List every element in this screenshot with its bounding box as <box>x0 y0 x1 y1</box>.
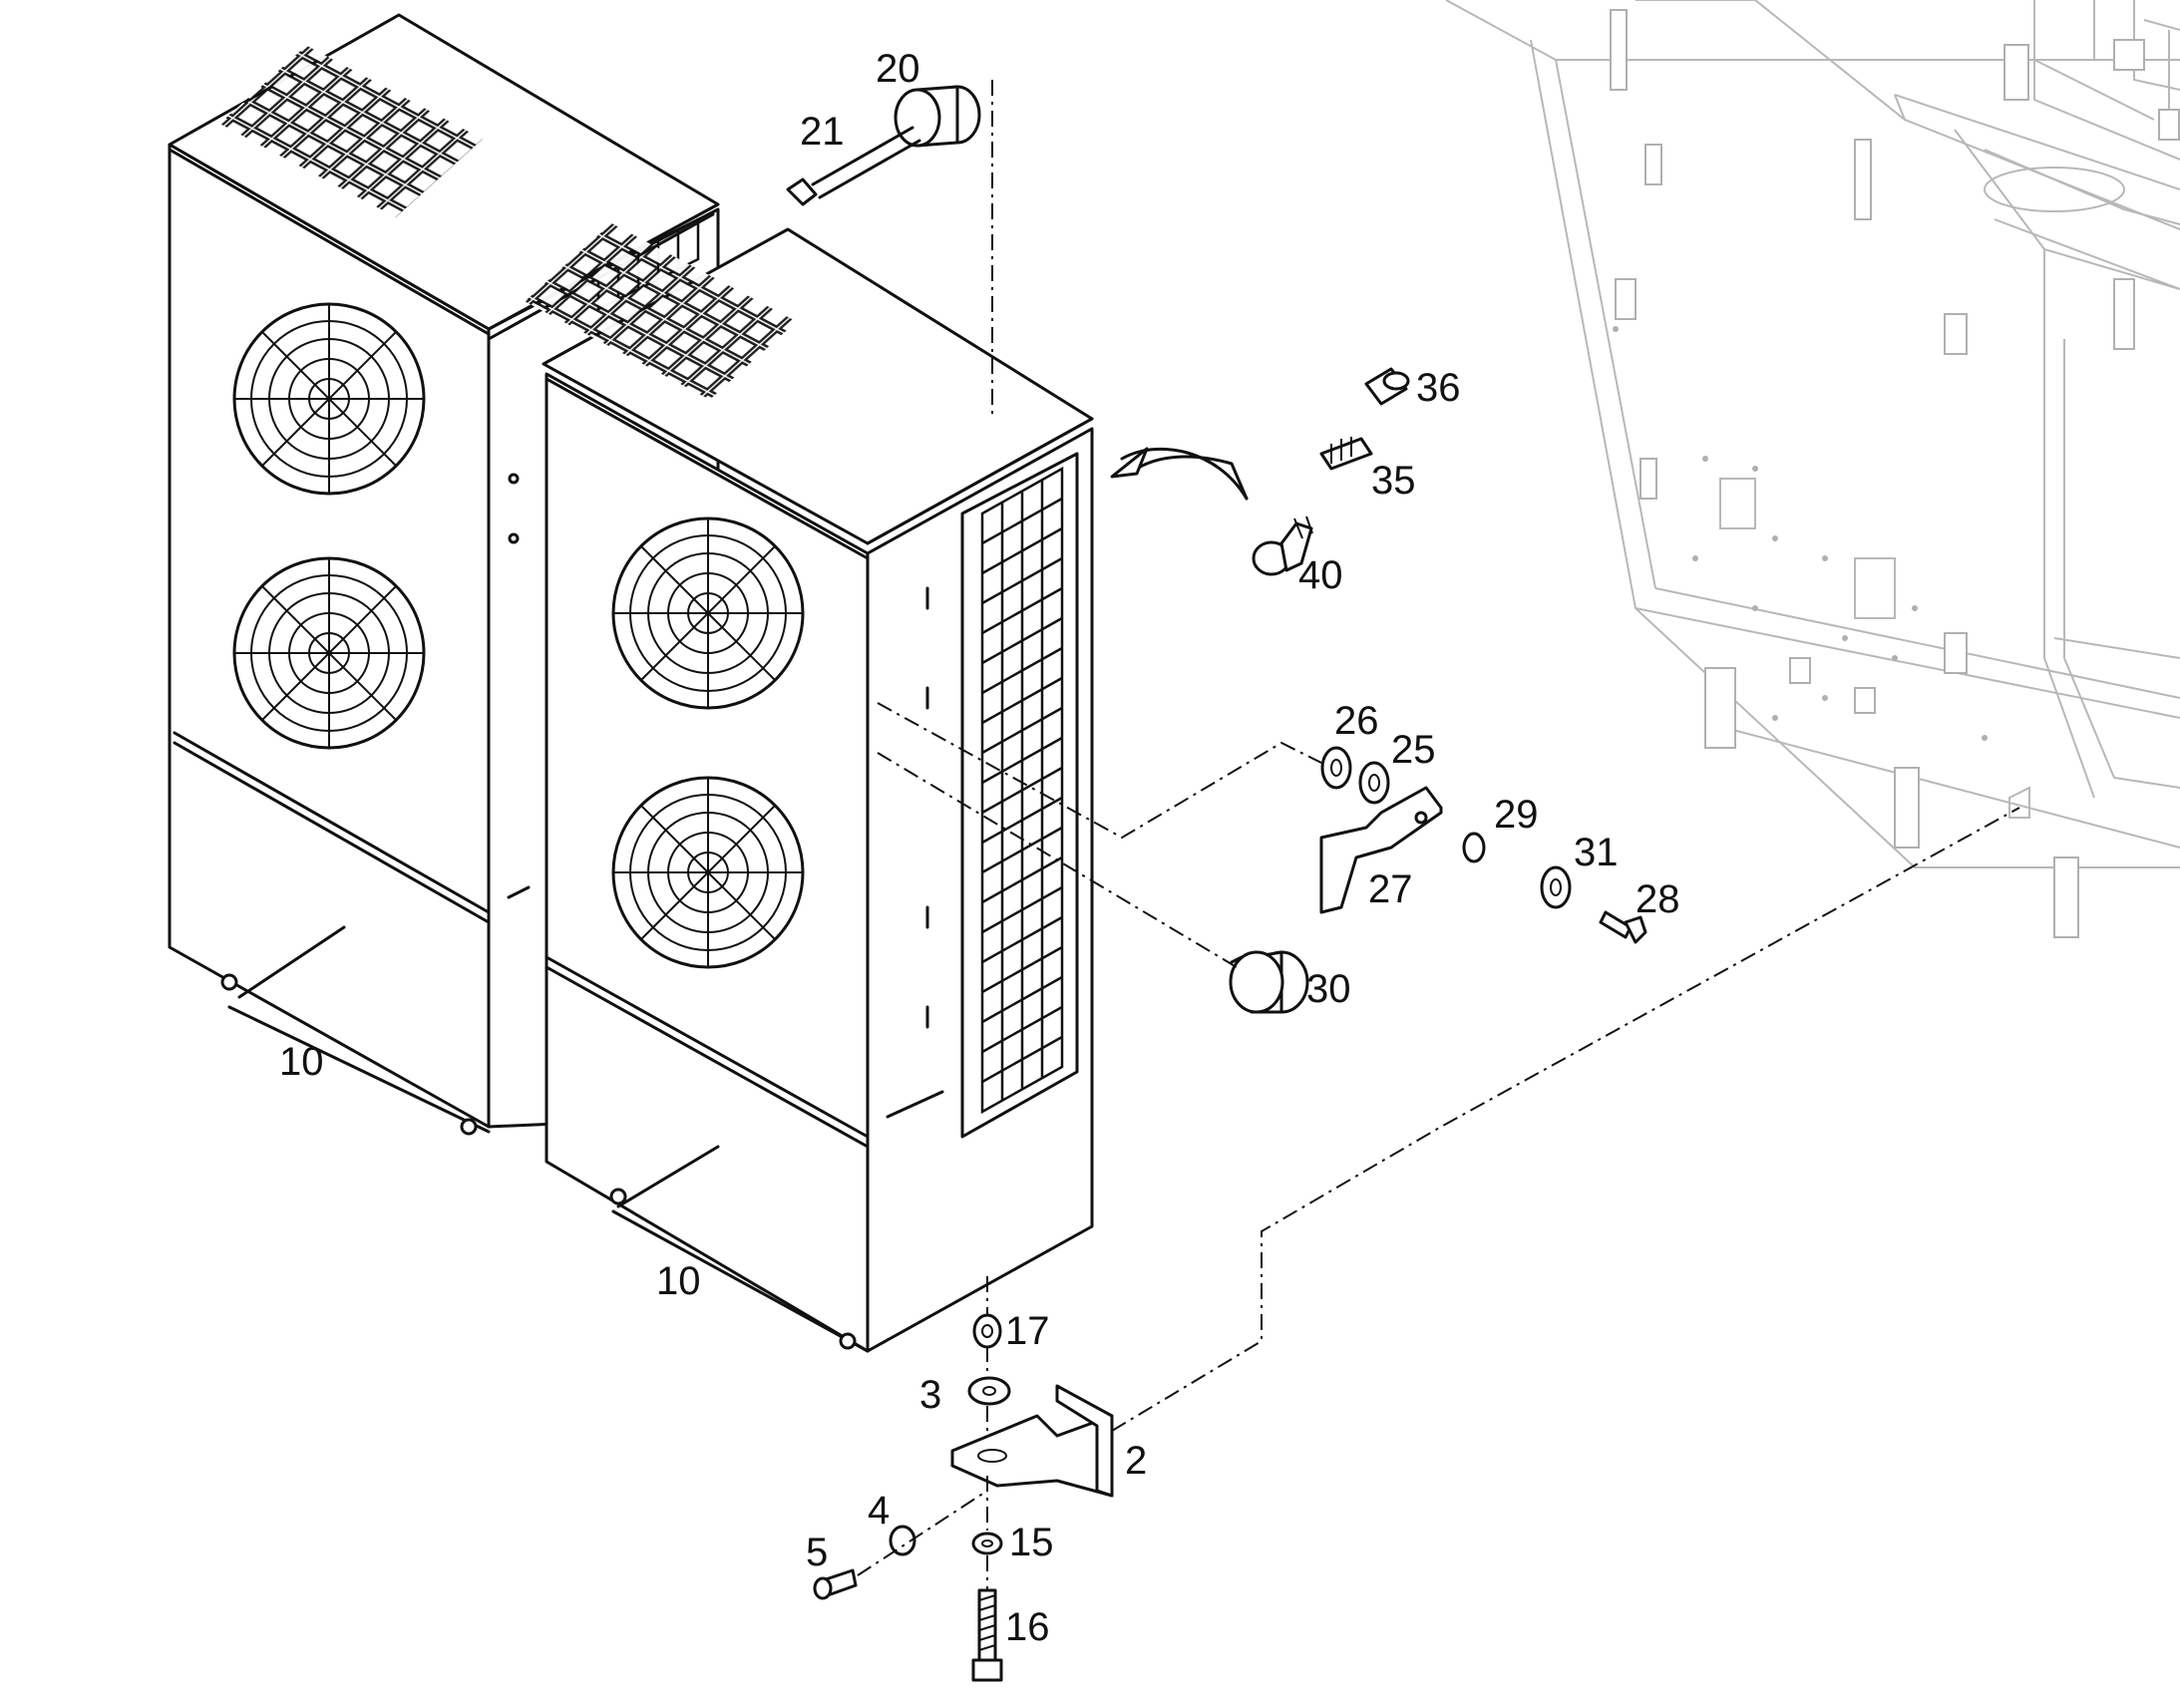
callout-20: 20 <box>876 47 920 91</box>
bolt-16 <box>971 1588 1003 1682</box>
callout-15: 15 <box>1009 1521 1054 1564</box>
machine-frame-background <box>1445 0 2180 938</box>
callout-25: 25 <box>1391 728 1436 772</box>
washer-3 <box>967 1376 1011 1406</box>
callout-10-front: 10 <box>656 1259 701 1303</box>
callout-35: 35 <box>1371 459 1416 503</box>
nut-17 <box>972 1313 1002 1349</box>
callout-36: 36 <box>1416 366 1461 410</box>
front-cooling-cabinet <box>525 222 1094 1353</box>
callout-27: 27 <box>1368 867 1413 911</box>
callout-16: 16 <box>1005 1605 1050 1649</box>
bracket-27 <box>1319 786 1443 914</box>
callout-31: 31 <box>1574 831 1619 874</box>
callout-26: 26 <box>1334 699 1379 743</box>
screw-5 <box>813 1568 858 1600</box>
clip-36 <box>1364 367 1410 406</box>
callout-5: 5 <box>806 1531 828 1574</box>
callout-2: 2 <box>1125 1439 1147 1483</box>
washer-15 <box>971 1532 1003 1555</box>
washer-31 <box>1540 865 1572 909</box>
fan-icon <box>232 302 426 496</box>
washers-26-25 <box>1320 746 1390 805</box>
direction-arrow <box>1110 447 1249 501</box>
clamp-40 <box>1252 515 1313 576</box>
mounting-bracket-2 <box>950 1384 1114 1498</box>
callout-40: 40 <box>1298 553 1343 597</box>
assembly-lines <box>857 80 2020 1590</box>
fan-icon <box>611 776 805 969</box>
side-vent-grille <box>980 466 1064 1115</box>
callout-17: 17 <box>1005 1309 1050 1353</box>
bolt-21 <box>786 126 921 206</box>
callout-10-rear: 10 <box>279 1040 324 1084</box>
callout-21: 21 <box>800 110 845 154</box>
callout-labels: 20 21 36 35 40 26 25 29 31 28 27 30 10 1… <box>279 47 1680 1649</box>
cable-tie-35 <box>1319 437 1373 471</box>
spacer-29 <box>1462 832 1486 863</box>
callout-29: 29 <box>1494 793 1539 837</box>
fan-icon <box>611 516 805 710</box>
rubber-buffer-20 <box>894 85 981 148</box>
rubber-foot-30 <box>1229 950 1309 1014</box>
callout-28: 28 <box>1635 877 1680 921</box>
callout-30: 30 <box>1306 967 1351 1011</box>
lock-washer-4 <box>889 1525 916 1556</box>
screw-28 <box>1599 910 1647 944</box>
callout-4: 4 <box>868 1489 890 1533</box>
callout-3: 3 <box>919 1373 941 1417</box>
fan-icon <box>232 556 426 750</box>
